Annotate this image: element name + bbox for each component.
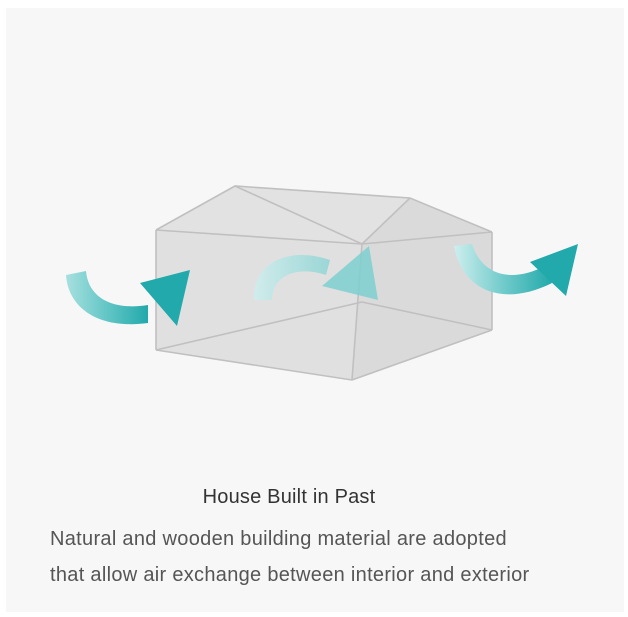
caption-line-1: Natural and wooden building material are… (50, 528, 507, 550)
air-in-arrow-icon (66, 270, 190, 326)
air-inside-arrow-icon (253, 246, 378, 300)
caption-line-2: that allow air exchange between interior… (50, 564, 530, 586)
air-out-arrow-icon (454, 244, 578, 296)
house-icon (155, 185, 493, 381)
diagram-title: House Built in Past (202, 486, 376, 508)
